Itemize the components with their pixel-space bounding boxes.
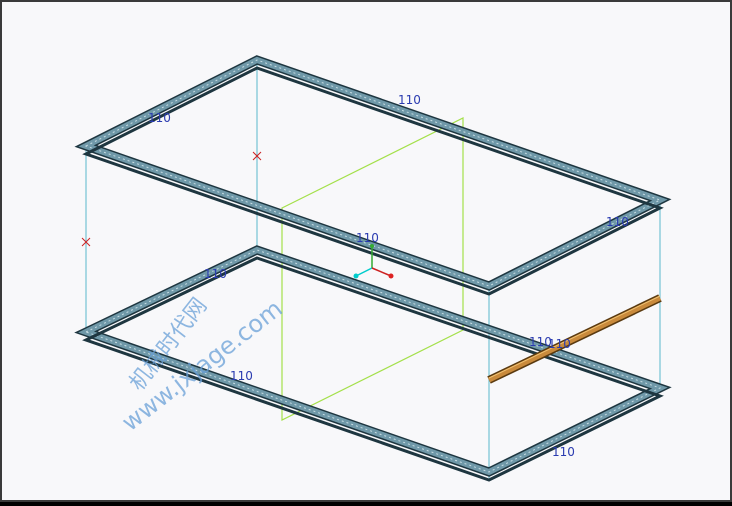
datum-markers[interactable] xyxy=(81,151,262,247)
bottom-frame[interactable] xyxy=(74,245,672,482)
dim-bottom-right-a[interactable]: 110 xyxy=(529,335,552,349)
top-frame[interactable] xyxy=(74,55,672,296)
dim-center[interactable]: 110 xyxy=(356,231,379,245)
dim-bottom-left[interactable]: 110 xyxy=(204,267,227,281)
dim-bottom-near[interactable]: 110 xyxy=(552,445,575,459)
cross-beam[interactable] xyxy=(487,294,662,384)
vertical-guide-lines xyxy=(85,62,661,478)
dim-bottom-front[interactable]: 110 xyxy=(230,369,253,383)
dim-top-right[interactable]: 110 xyxy=(606,215,629,229)
dimension-labels: 110 110 110 110 110 110 110 110 110 xyxy=(148,93,629,459)
coordinate-triad-icon xyxy=(353,244,394,279)
dim-bottom-right-b[interactable]: 110 xyxy=(548,337,571,351)
dim-top-left[interactable]: 110 xyxy=(148,111,171,125)
dim-top-back[interactable]: 110 xyxy=(398,93,421,107)
